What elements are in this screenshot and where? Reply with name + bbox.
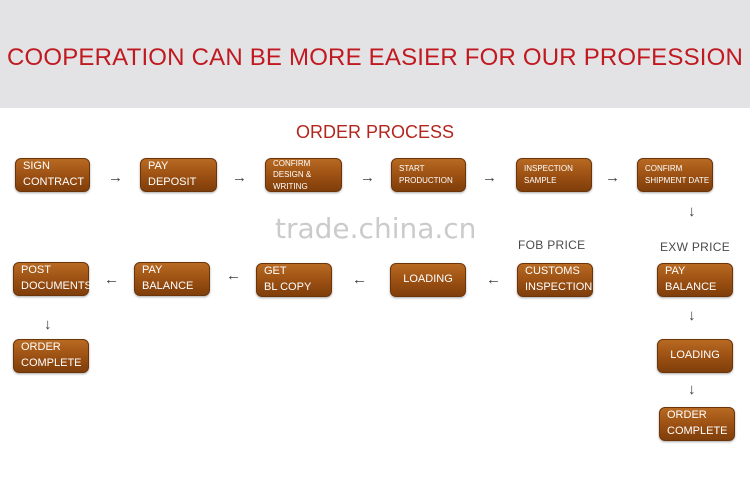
- step-sign-contract: SIGN CONTRACT: [15, 158, 90, 192]
- step-label: GET BL COPY: [264, 265, 312, 293]
- step-label: PAY BALANCE: [665, 265, 717, 293]
- arrow-left-icon: ←: [226, 267, 241, 284]
- step-label: CONFIRM DESIGN & WRITING: [273, 158, 312, 191]
- step-label: ORDER COMPLETE: [21, 341, 82, 369]
- step-label: INSPECTION SAMPLE: [524, 164, 573, 185]
- step-loading: LOADING: [390, 263, 466, 297]
- step-confirm-design: CONFIRM DESIGN & WRITING: [265, 158, 342, 192]
- arrow-right-icon: →: [482, 169, 497, 186]
- step-inspection-sample: INSPECTION SAMPLE: [516, 158, 592, 192]
- step-order-complete-exw: ORDER COMPLETE: [659, 407, 735, 441]
- step-label: CUSTOMS INSPECTION: [525, 265, 593, 293]
- arrow-down-icon: ↓: [688, 307, 696, 324]
- exw-price-label: EXW PRICE: [660, 240, 731, 254]
- step-order-complete: ORDER COMPLETE: [13, 339, 89, 373]
- arrow-left-icon: ←: [104, 271, 119, 288]
- step-label: PAY DEPOSIT: [148, 160, 197, 188]
- arrow-right-icon: →: [360, 169, 375, 186]
- step-label: LOADING: [403, 273, 453, 286]
- step-confirm-shipment: CONFIRM SHIPMENT DATE: [637, 158, 713, 192]
- step-pay-deposit: PAY DEPOSIT: [140, 158, 217, 192]
- arrow-left-icon: ←: [352, 271, 367, 288]
- fob-price-label: FOB PRICE: [518, 238, 586, 252]
- step-label: POST DOCUMENTS: [21, 264, 92, 292]
- step-label: START PRODUCTION: [399, 164, 453, 185]
- watermark: trade.china.cn: [275, 212, 477, 245]
- arrow-right-icon: →: [605, 169, 620, 186]
- step-pay-balance: PAY BALANCE: [134, 262, 210, 296]
- step-label: CONFIRM SHIPMENT DATE: [645, 164, 710, 185]
- step-label: ORDER COMPLETE: [667, 409, 728, 437]
- arrow-down-icon: ↓: [688, 381, 696, 398]
- step-label: PAY BALANCE: [142, 264, 194, 292]
- step-get-bl-copy: GET BL COPY: [256, 263, 332, 297]
- arrow-left-icon: ←: [486, 271, 501, 288]
- banner-title: COOPERATION CAN BE MORE EASIER FOR OUR P…: [6, 44, 744, 71]
- step-customs-inspection: CUSTOMS INSPECTION: [517, 263, 593, 297]
- arrow-right-icon: →: [108, 169, 123, 186]
- arrow-right-icon: →: [232, 169, 247, 186]
- step-label: SIGN CONTRACT: [23, 160, 85, 188]
- arrow-down-icon: ↓: [44, 316, 52, 333]
- step-loading-exw: LOADING: [657, 339, 733, 373]
- diagram-title: ORDER PROCESS: [295, 122, 455, 142]
- step-pay-balance-exw: PAY BALANCE: [657, 263, 733, 297]
- header-banner: COOPERATION CAN BE MORE EASIER FOR OUR P…: [0, 0, 750, 108]
- arrow-down-icon: ↓: [688, 203, 696, 220]
- step-start-production: START PRODUCTION: [391, 158, 466, 192]
- step-post-documents: POST DOCUMENTS: [13, 262, 92, 296]
- step-label: LOADING: [670, 349, 720, 362]
